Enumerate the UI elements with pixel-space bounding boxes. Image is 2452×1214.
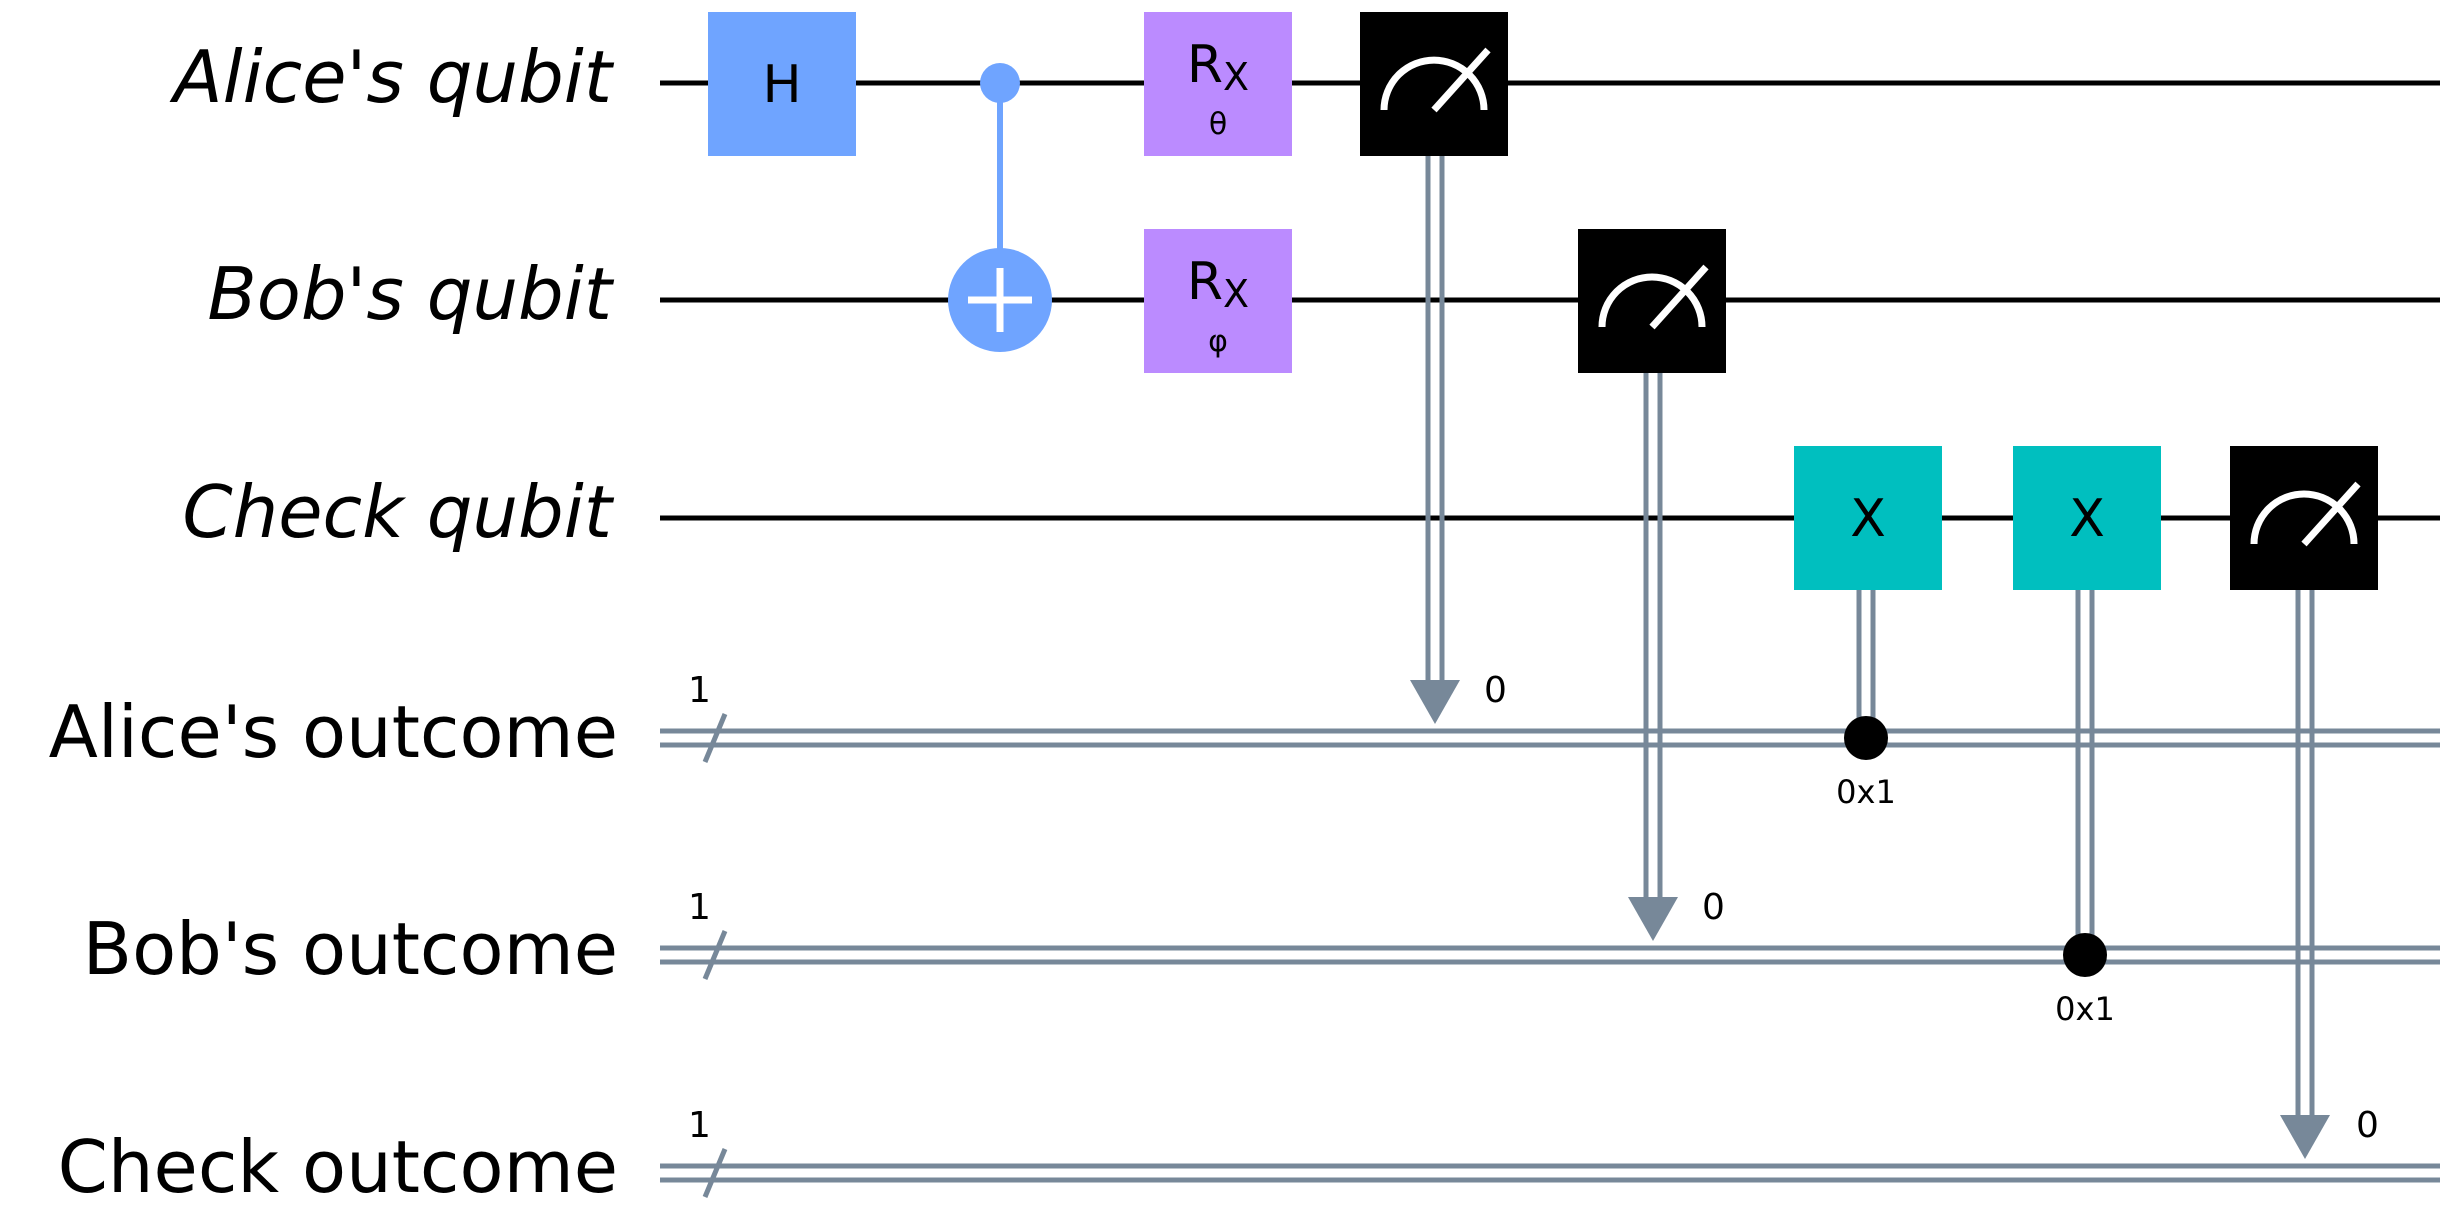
wire-bob-outcome (660, 945, 2440, 965)
measure-alice[interactable]: 0 (1360, 12, 1508, 724)
wire-alice-outcome (660, 728, 2440, 748)
label-bob-outcome: Bob's outcome (83, 907, 618, 991)
bus-slash-bob-outcome (702, 930, 728, 980)
rx-theta-gate[interactable]: RX θ (1144, 12, 1292, 156)
measure-arrow-bob (1628, 897, 1678, 941)
wire-check-outcome (660, 1163, 2440, 1183)
bus-size-bob-outcome: 1 (688, 887, 711, 928)
measure-bit-alice: 0 (1484, 670, 1507, 711)
condition-dot-alice (1844, 716, 1888, 760)
svg-text:X: X (2069, 489, 2105, 549)
x-gate-conditional-alice[interactable]: 0x1 X (1794, 446, 1942, 811)
measure-bit-bob: 0 (1702, 887, 1725, 928)
condition-dot-bob (2063, 933, 2107, 977)
svg-text:φ: φ (1208, 324, 1228, 359)
bus-slash-check-outcome (702, 1148, 728, 1198)
condition-value-alice: 0x1 (1836, 773, 1896, 811)
bus-slash-alice-outcome (702, 713, 728, 763)
bus-size-alice-outcome: 1 (688, 670, 711, 711)
svg-text:RX: RX (1187, 252, 1249, 316)
condition-value-bob: 0x1 (2055, 990, 2115, 1028)
svg-text:H: H (762, 55, 801, 115)
svg-text:X: X (1850, 489, 1886, 549)
label-check-qubit: Check qubit (182, 470, 614, 554)
cnot-control-dot (980, 63, 1020, 103)
measure-bit-check: 0 (2356, 1105, 2379, 1146)
measure-arrow-check (2280, 1115, 2330, 1159)
rx-phi-gate[interactable]: RX φ (1144, 229, 1292, 373)
measure-arrow-alice (1410, 680, 1460, 724)
svg-text:RX: RX (1187, 35, 1249, 99)
measure-bob[interactable]: 0 (1578, 229, 1726, 941)
label-alice-qubit: Alice's qubit (169, 35, 614, 119)
label-bob-qubit: Bob's qubit (207, 252, 614, 336)
label-alice-outcome: Alice's outcome (49, 690, 618, 774)
svg-text:θ: θ (1209, 107, 1227, 142)
x-gate-conditional-bob[interactable]: 0x1 X (2013, 446, 2161, 1028)
label-check-outcome: Check outcome (58, 1125, 618, 1209)
h-gate[interactable]: H (708, 12, 856, 156)
cnot-gate[interactable] (948, 63, 1052, 352)
bus-size-check-outcome: 1 (688, 1105, 711, 1146)
measure-check[interactable]: 0 (2230, 446, 2379, 1159)
